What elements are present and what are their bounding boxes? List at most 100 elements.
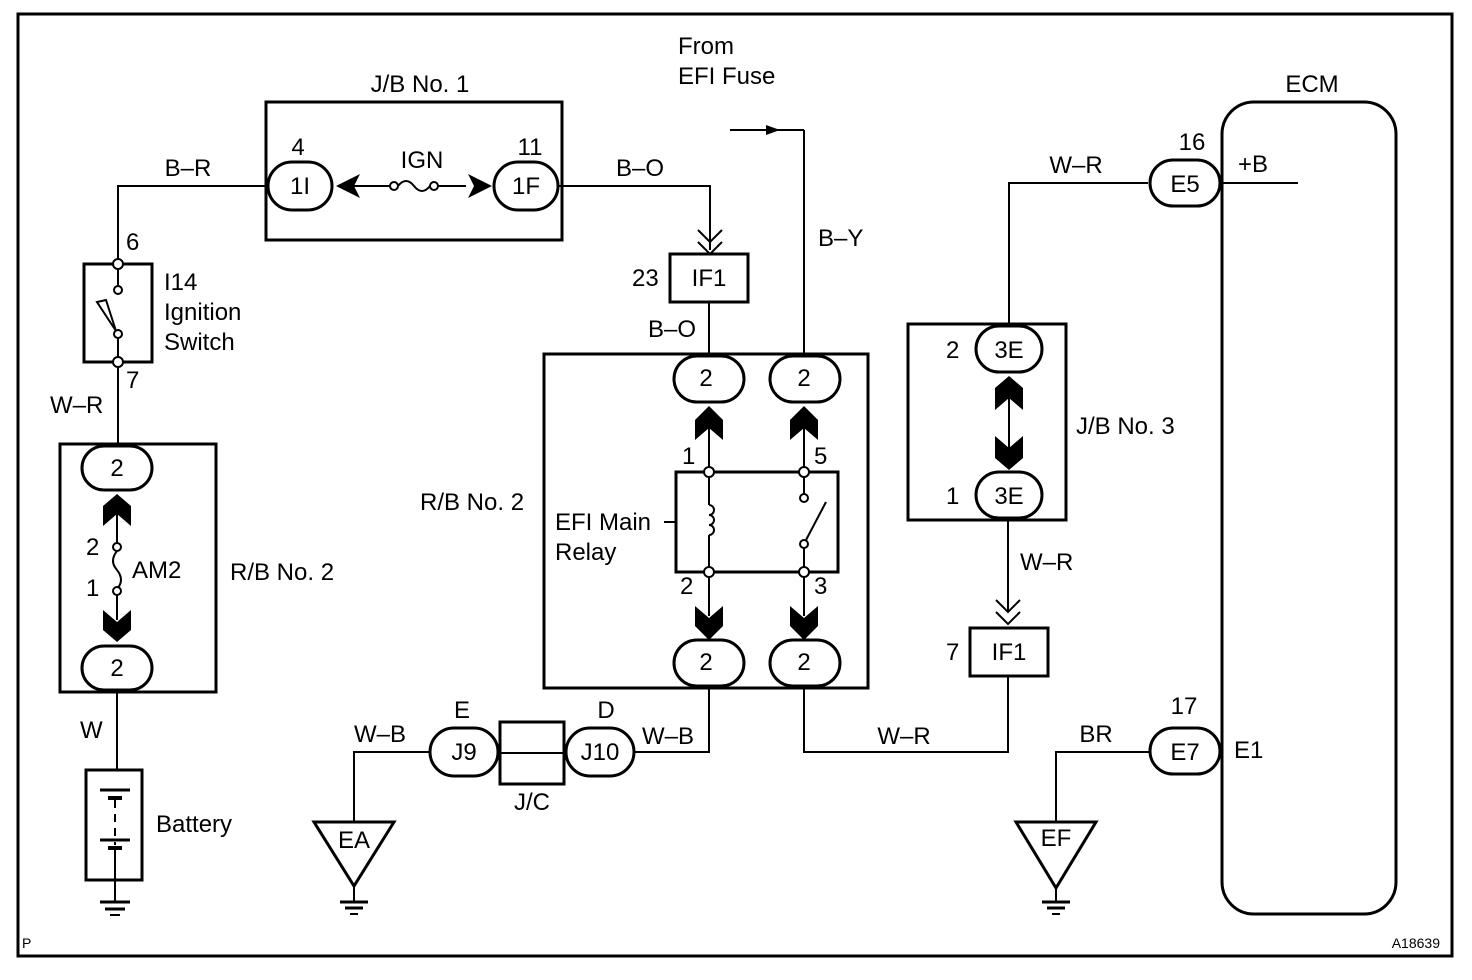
connector-e5-label: E5 <box>1170 171 1199 198</box>
fuse-icon <box>397 180 431 192</box>
wire-label-br: BR <box>1079 721 1112 748</box>
jb3-bottom-pin: 1 <box>946 483 959 510</box>
wire-label-b-y: B–Y <box>818 225 863 252</box>
rb2-relay-box <box>542 352 870 690</box>
jb3-box <box>906 322 1068 522</box>
wire-w-b <box>634 688 710 753</box>
wire-b-r <box>117 185 268 262</box>
arrow-up-icon <box>103 494 131 526</box>
arrow-down-icon <box>995 436 1023 470</box>
connector-top <box>80 444 154 492</box>
ign-switch-pin-bottom: 7 <box>126 367 139 394</box>
ign-switch-name-2: Switch <box>164 329 235 356</box>
relay-conn-br: 2 <box>797 649 810 676</box>
if1-top-pin: 23 <box>632 265 659 292</box>
wire-label-w-r-relay: W–R <box>877 723 930 750</box>
jb1-label: J/B No. 1 <box>371 71 470 98</box>
arrow-down-icon <box>695 606 723 640</box>
connector-top-label: 2 <box>110 455 123 482</box>
connector-bottom-label: 2 <box>110 655 123 682</box>
page-marker: P <box>22 935 31 951</box>
jb1-box <box>264 100 564 242</box>
connector-1i-label: 1I <box>290 173 310 200</box>
wire-br <box>1055 751 1150 822</box>
ecm-e5-pin: 16 <box>1179 129 1206 156</box>
connector-arrow-icon <box>697 229 723 244</box>
wire-w-r-ecm <box>1008 182 1148 326</box>
ecm-terminal-e1: E1 <box>1234 737 1263 764</box>
am2-pin-bottom: 1 <box>86 575 99 602</box>
jb3-junction-block: 3E 2 3E 1 J/B No. 3 <box>906 322 1175 522</box>
wire-label-w-b-right: W–B <box>642 723 694 750</box>
arrow-right-icon <box>468 174 492 198</box>
ign-switch-code: I14 <box>164 269 197 296</box>
relay-conn-bl: 2 <box>699 649 712 676</box>
relay-name-1: EFI Main <box>555 509 651 536</box>
arrow-down-icon <box>790 606 818 640</box>
connector-j9-label: J9 <box>451 739 476 766</box>
battery-label: Battery <box>156 811 232 838</box>
fuse-terminal-icon <box>429 181 439 191</box>
ecm: ECM 16 E5 +B 17 E7 E1 <box>1148 71 1398 916</box>
arrow-up-icon <box>790 406 818 440</box>
jb3-bottom-conn: 3E <box>994 483 1023 510</box>
wire-label-b-o: B–O <box>616 155 664 182</box>
efi-source-line1: From <box>678 33 734 60</box>
ecm-e7-pin: 17 <box>1171 693 1198 720</box>
battery: Battery <box>84 768 232 916</box>
wire-label-w-b-left: W–B <box>354 721 406 748</box>
fuse-terminal-icon <box>389 181 399 191</box>
junction-connector: E J9 D J10 J/C <box>428 697 636 816</box>
wire-w-r-relay <box>803 676 1009 753</box>
diagram-frame <box>16 12 1454 958</box>
efi-source-line2: EFI Fuse <box>678 63 775 90</box>
if1-bottom-box <box>968 626 1050 678</box>
connector-e5 <box>1148 158 1222 208</box>
relay-name-2: Relay <box>555 539 616 566</box>
jc-label: J/C <box>514 789 550 816</box>
jb1-left-pin: 4 <box>291 134 304 161</box>
jb3-top-conn: 3E <box>994 337 1023 364</box>
relay-pin-5: 5 <box>814 443 827 470</box>
ign-switch-name-1: Ignition <box>164 299 241 326</box>
connector-1f-label: 1F <box>512 173 540 200</box>
efi-main-relay <box>674 470 840 574</box>
relay-conn-tl: 2 <box>699 365 712 392</box>
wire-label-w-r-jb3: W–R <box>1020 549 1073 576</box>
jc-right-pin: D <box>597 697 614 724</box>
ignition-switch: 6 I14 Ignition Switch 7 <box>82 229 241 394</box>
wire-b-o <box>558 185 711 250</box>
ground-point-icon <box>311 820 397 889</box>
rb2-am2-block: 2 2 1 AM2 2 R/B No. 2 <box>58 442 334 694</box>
connector-j10 <box>564 726 636 778</box>
rb2-relay-block: R/B No. 2 2 2 1 5 EFI Main Relay 2 3 <box>420 352 870 690</box>
ground-point-icon <box>1013 820 1099 891</box>
relay-coil-icon <box>708 504 715 536</box>
ign-switch-pin-top: 6 <box>126 229 139 256</box>
connector-e7-label: E7 <box>1170 739 1199 766</box>
arrow-up-icon <box>695 406 723 440</box>
jb1-right-pin: 11 <box>518 134 543 161</box>
ecm-label: ECM <box>1285 71 1338 98</box>
relay-pin-2: 2 <box>680 573 693 600</box>
arrow-up-icon <box>995 376 1023 410</box>
relay-conn-tr: 2 <box>797 365 810 392</box>
arrow-left-icon <box>336 174 360 198</box>
rb2-left-box <box>58 442 218 694</box>
if1-bottom-pin: 7 <box>946 639 959 666</box>
ground-ea: EA <box>311 820 397 915</box>
ground-ef-label: EF <box>1041 825 1072 852</box>
wire-label-w: W <box>80 717 103 744</box>
jc-left-pin: E <box>454 697 470 724</box>
ground-ea-label: EA <box>338 827 370 854</box>
wire-label-w-r-ecm: W–R <box>1049 152 1102 179</box>
wire-label-b-o-2: B–O <box>648 316 696 343</box>
am2-pin-top: 2 <box>86 534 99 561</box>
reference-code: A18639 <box>1392 935 1440 951</box>
jb1-junction-block: J/B No. 1 4 1I 11 1F IGN <box>264 71 564 242</box>
rb2-left-label: R/B No. 2 <box>230 559 334 586</box>
wire-label-w-r: W–R <box>50 392 103 419</box>
arrow-right-icon <box>766 125 780 135</box>
relay-pin-1: 1 <box>682 443 695 470</box>
